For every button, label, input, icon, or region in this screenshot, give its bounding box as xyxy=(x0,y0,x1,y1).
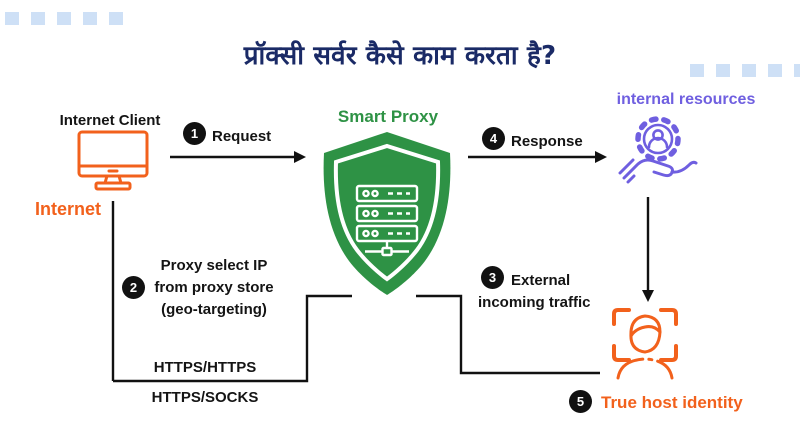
request-label: Request xyxy=(212,128,272,145)
focus-frame-icon xyxy=(612,308,678,362)
person-identity-icon xyxy=(612,308,678,380)
monitor-icon xyxy=(77,130,149,191)
step-3-badge: 3 xyxy=(481,266,504,289)
step-5-badge: 5 xyxy=(569,390,592,413)
arrowhead-right-response xyxy=(595,151,607,163)
decor-square xyxy=(5,12,19,25)
step-3-line-2: incoming traffic xyxy=(478,294,591,311)
decor-square xyxy=(109,12,123,25)
step-1-badge: 1 xyxy=(183,122,206,145)
step-2-text: Proxy select IP from proxy store (geo-ta… xyxy=(148,255,280,320)
person-in-gear-icon xyxy=(652,129,664,141)
decor-square xyxy=(768,64,782,77)
response-label: Response xyxy=(511,133,583,150)
decor-squares-top-left xyxy=(5,12,123,25)
decor-square xyxy=(742,64,756,77)
step-2-line-3: (geo-targeting) xyxy=(161,300,267,318)
arrowhead-down-resources xyxy=(642,290,654,302)
internet-label: Internet xyxy=(35,199,102,219)
step-3-line-1: External xyxy=(511,272,571,289)
step-2-line-2: from proxy store xyxy=(154,278,274,296)
internet-client-label: Internet Client xyxy=(59,112,161,129)
decor-squares-top-right xyxy=(690,64,800,77)
page-title: प्रॉक्सी सर्वर कैसे काम करता है? xyxy=(243,41,557,71)
step-4-badge: 4 xyxy=(482,127,505,150)
decor-square xyxy=(57,12,71,25)
server-rack-icon xyxy=(355,184,419,257)
open-hand-icon xyxy=(618,158,698,184)
decor-square xyxy=(690,64,704,77)
arrowhead-right-request xyxy=(294,151,306,163)
step-2-badge: 2 xyxy=(122,276,145,299)
decor-square xyxy=(716,64,730,77)
internal-resources-label: internal resources xyxy=(616,91,756,108)
decor-square xyxy=(31,12,45,25)
step-2-line-1: Proxy select IP xyxy=(160,257,268,274)
true-host-identity-label: True host identity xyxy=(601,393,743,412)
proxy-shield-icon xyxy=(323,132,451,295)
hand-gear-icon xyxy=(618,116,698,184)
smart-proxy-label: Smart Proxy xyxy=(337,107,439,126)
protocol-https-https-label: HTTPS/HTTPS xyxy=(153,359,257,376)
decor-square xyxy=(83,12,97,25)
protocol-https-socks-label: HTTPS/SOCKS xyxy=(151,389,259,406)
decor-square xyxy=(794,64,800,77)
